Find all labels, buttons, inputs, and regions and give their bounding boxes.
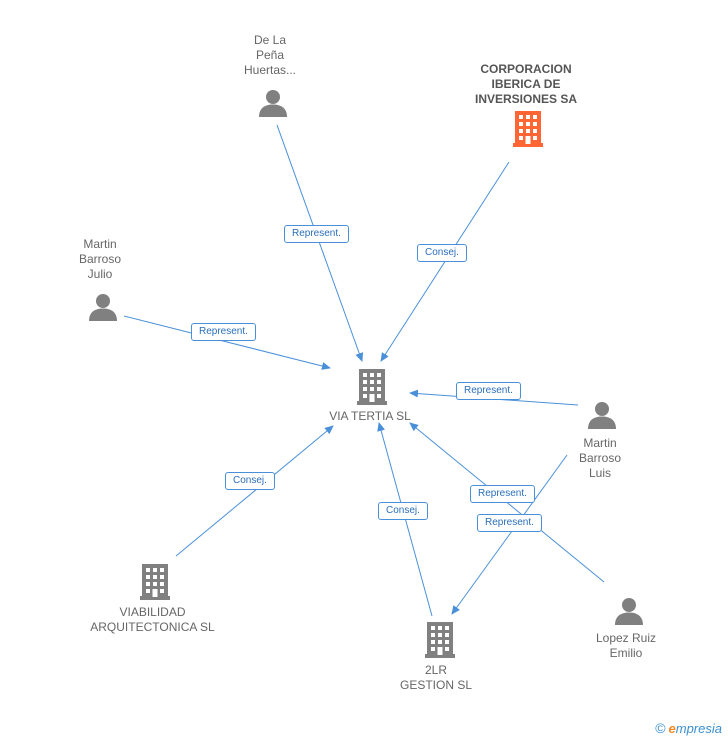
building-icon: [513, 111, 543, 147]
brand-logo: ©empresia: [655, 720, 722, 736]
edge-label-delapena-represent: Represent.: [284, 225, 349, 243]
edge-label-corp-consej: Consej.: [417, 244, 467, 262]
person-icon: [615, 598, 643, 625]
node-label-glr[interactable]: 2LR GESTION SL: [399, 663, 473, 692]
person-icon: [259, 90, 287, 117]
node-label-mluis[interactable]: Martin Barroso Luis: [578, 436, 622, 480]
edge-label-mluis-glr-represent: Represent.: [477, 514, 542, 532]
node-label-delapena[interactable]: De La Peña Huertas...: [243, 33, 297, 77]
node-label-lopez[interactable]: Lopez Ruiz Emilio: [595, 631, 657, 660]
node-label-mjulio[interactable]: Martin Barroso Julio: [78, 237, 122, 281]
person-icon: [89, 294, 117, 321]
edge-mluis-glr: [451, 454, 568, 615]
building-icon: [140, 564, 170, 600]
edge-label-viab-consej: Consej.: [225, 472, 275, 490]
node-label-viab[interactable]: VIABILIDAD ARQUITECTONICA SL: [90, 605, 215, 634]
node-label-main[interactable]: VIA TERTIA SL: [329, 409, 411, 423]
building-icon: [357, 369, 387, 405]
node-label-corp[interactable]: CORPORACION IBERICA DE INVERSIONES SA: [474, 62, 578, 106]
edge-viab-main: [175, 425, 334, 557]
building-icon: [425, 622, 455, 658]
edge-label-mjulio-represent: Represent.: [191, 323, 256, 341]
edge-delapena-main: [276, 124, 364, 362]
edge-label-mluis-represent: Represent.: [456, 382, 521, 400]
edge-mjulio-main: [123, 315, 331, 370]
copyright-icon: ©: [655, 720, 666, 736]
person-icon: [588, 402, 616, 429]
edge-label-lopez-represent: Represent.: [470, 485, 535, 503]
edge-label-glr-consej: Consej.: [378, 502, 428, 520]
